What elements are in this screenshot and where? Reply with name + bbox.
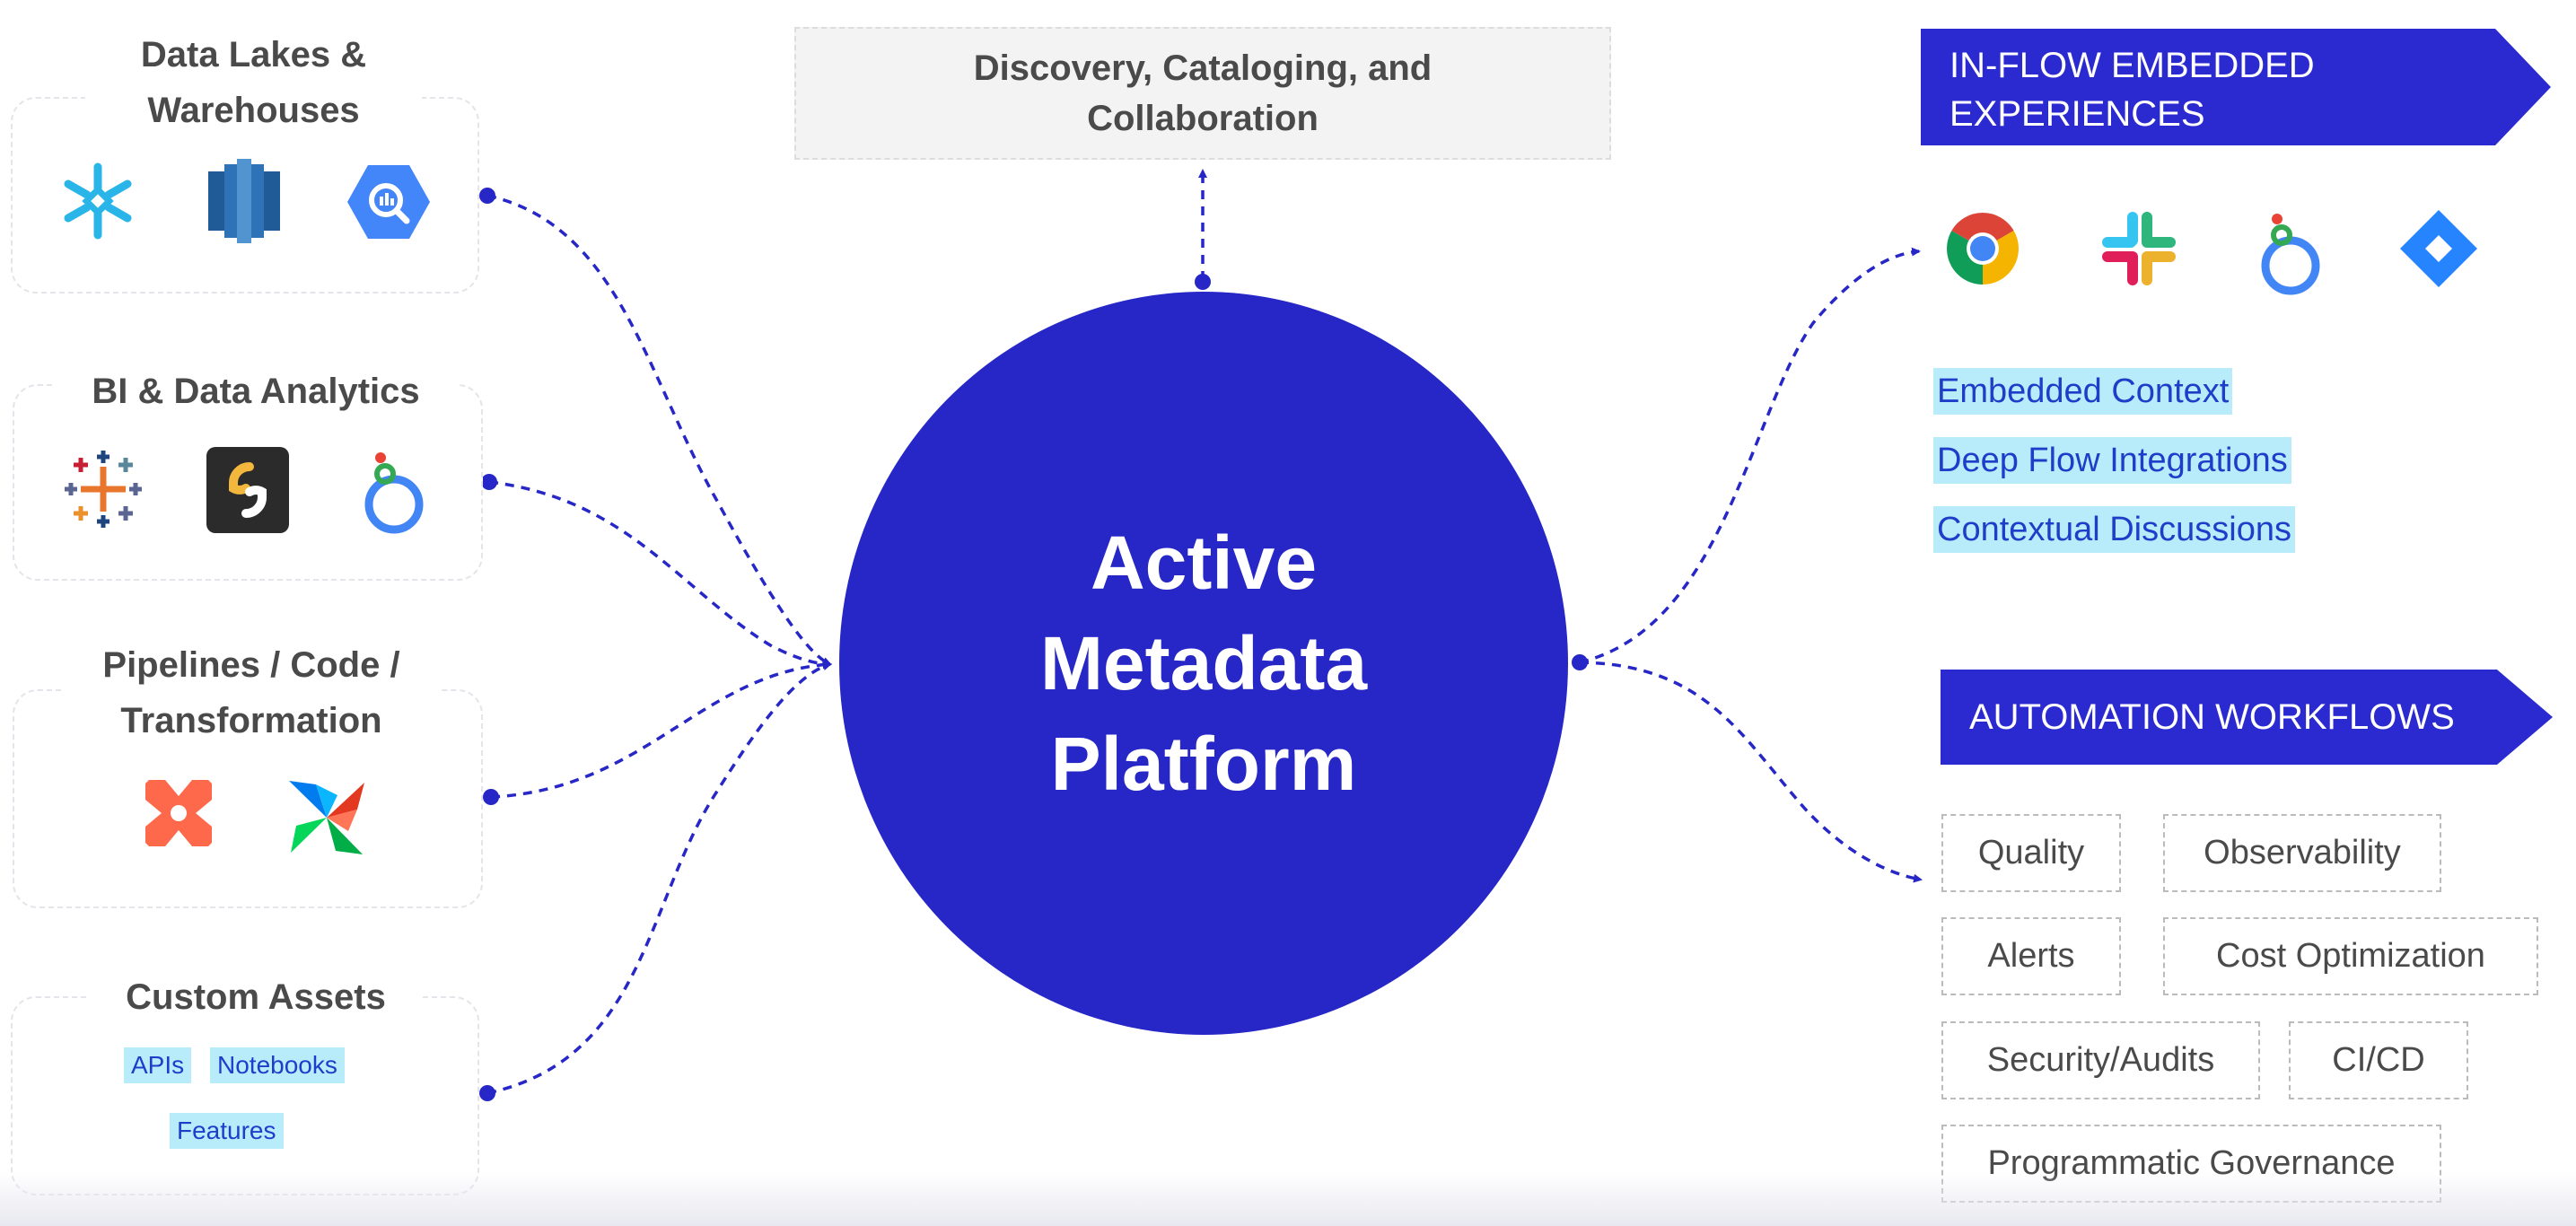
connector-custom <box>486 661 832 1095</box>
embedded-banner-label: IN-FLOW EMBEDDED EXPERIENCES <box>1950 46 2315 134</box>
tableau-logo <box>65 451 142 528</box>
tag-notebooks: Notebooks <box>210 1047 345 1083</box>
tag-apis: APIs <box>124 1047 192 1083</box>
sigma-logo <box>206 447 289 533</box>
automation-item-quality: Quality <box>1941 814 2121 892</box>
automation-banner: AUTOMATION WORKFLOWS <box>1941 670 2553 765</box>
custom-assets-title: Custom Assets <box>90 969 422 1025</box>
data-lakes-title: Data Lakes & Warehouses <box>85 27 422 138</box>
chrome-logo <box>1947 213 2019 285</box>
automation-item-ci-cd: CI/CD <box>2289 1021 2468 1099</box>
active-metadata-platform: Active Metadata Platform <box>839 292 1568 1035</box>
tag-features: Features <box>170 1113 284 1149</box>
connector-bi <box>488 480 832 669</box>
automation-item-cost-optimization: Cost Optimization <box>2163 917 2538 995</box>
embedded-item-discussions: Contextual Discussions <box>1933 506 2295 553</box>
discovery-box: Discovery, Cataloging, and Collaboration <box>794 27 1611 160</box>
connector-data-lakes <box>486 194 832 666</box>
connector-automation <box>1579 661 1923 883</box>
jira-logo <box>2400 210 2477 287</box>
looker-logo <box>364 452 424 534</box>
bigquery-logo <box>347 165 430 239</box>
automation-item-security-audits: Security/Audits <box>1941 1021 2260 1099</box>
dbt-logo <box>145 780 212 846</box>
connector-pipelines <box>490 660 832 799</box>
airflow-logo <box>289 781 364 854</box>
automation-item-observability: Observability <box>2163 814 2441 892</box>
slack-logo <box>2102 212 2176 285</box>
connector-embedded <box>1579 247 1921 664</box>
discovery-label: Discovery, Cataloging, and Collaboration <box>973 48 1433 138</box>
looker-logo-embedded <box>2261 214 2320 295</box>
automation-banner-label: AUTOMATION WORKFLOWS <box>1969 697 2455 737</box>
embedded-item-deep-flow: Deep Flow Integrations <box>1933 437 2291 484</box>
embedded-item-context: Embedded Context <box>1933 368 2233 415</box>
automation-item-alerts: Alerts <box>1941 917 2121 995</box>
custom-assets-group <box>11 996 479 1195</box>
bottom-fade <box>0 1172 2576 1226</box>
redshift-logo <box>208 159 280 243</box>
pipelines-title: Pipelines / Code / Transformation <box>63 637 440 749</box>
center-label: Active Metadata Platform <box>1039 521 1368 806</box>
embedded-banner: IN-FLOW EMBEDDED EXPERIENCES <box>1921 29 2551 145</box>
bi-title: BI & Data Analytics <box>54 363 458 419</box>
snowflake-logo <box>64 162 132 240</box>
